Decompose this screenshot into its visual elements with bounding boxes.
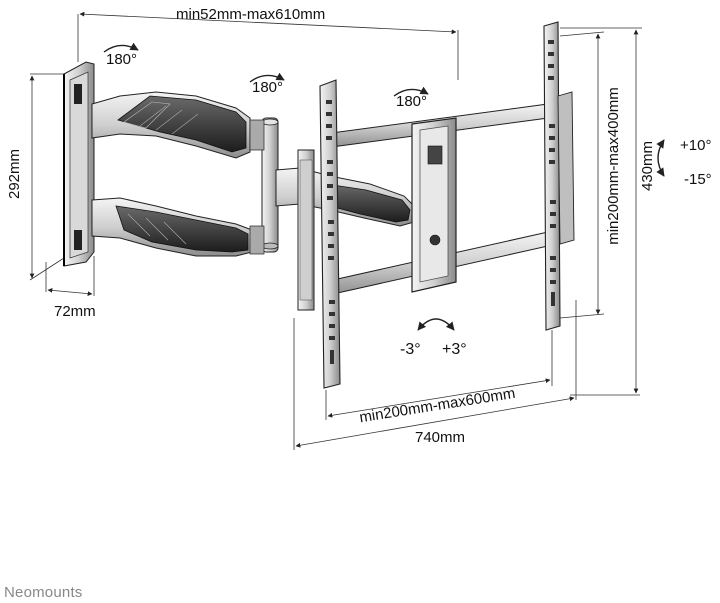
swing-arms bbox=[91, 91, 415, 311]
dimension-lines bbox=[29, 11, 642, 450]
wall-plate-height-label: 292mm bbox=[6, 149, 23, 199]
rotation-left-label: -3° bbox=[400, 341, 421, 358]
tilt-down-label: -15° bbox=[684, 171, 712, 188]
vesa-vertical-label: min200mm-max400mm bbox=[605, 87, 622, 245]
swivel-label-1: 180° bbox=[106, 51, 137, 68]
bracket-height-label: 430mm bbox=[639, 141, 656, 191]
vesa-horizontal-label: min200mm-max600mm bbox=[358, 385, 516, 426]
wall-plate bbox=[63, 61, 95, 267]
wall-plate-depth-label: 72mm bbox=[54, 303, 96, 320]
tilt-up-label: +10° bbox=[680, 137, 711, 154]
swivel-label-2: 180° bbox=[252, 79, 283, 96]
swivel-arrows bbox=[103, 42, 665, 331]
swivel-label-3: 180° bbox=[396, 93, 427, 110]
brand-logo: Neomounts bbox=[4, 584, 83, 601]
bracket-width-label: 740mm bbox=[415, 429, 465, 446]
tv-bracket bbox=[319, 21, 575, 389]
arm-extension-label: min52mm-max610mm bbox=[176, 6, 325, 23]
rotation-right-label: +3° bbox=[442, 341, 467, 358]
